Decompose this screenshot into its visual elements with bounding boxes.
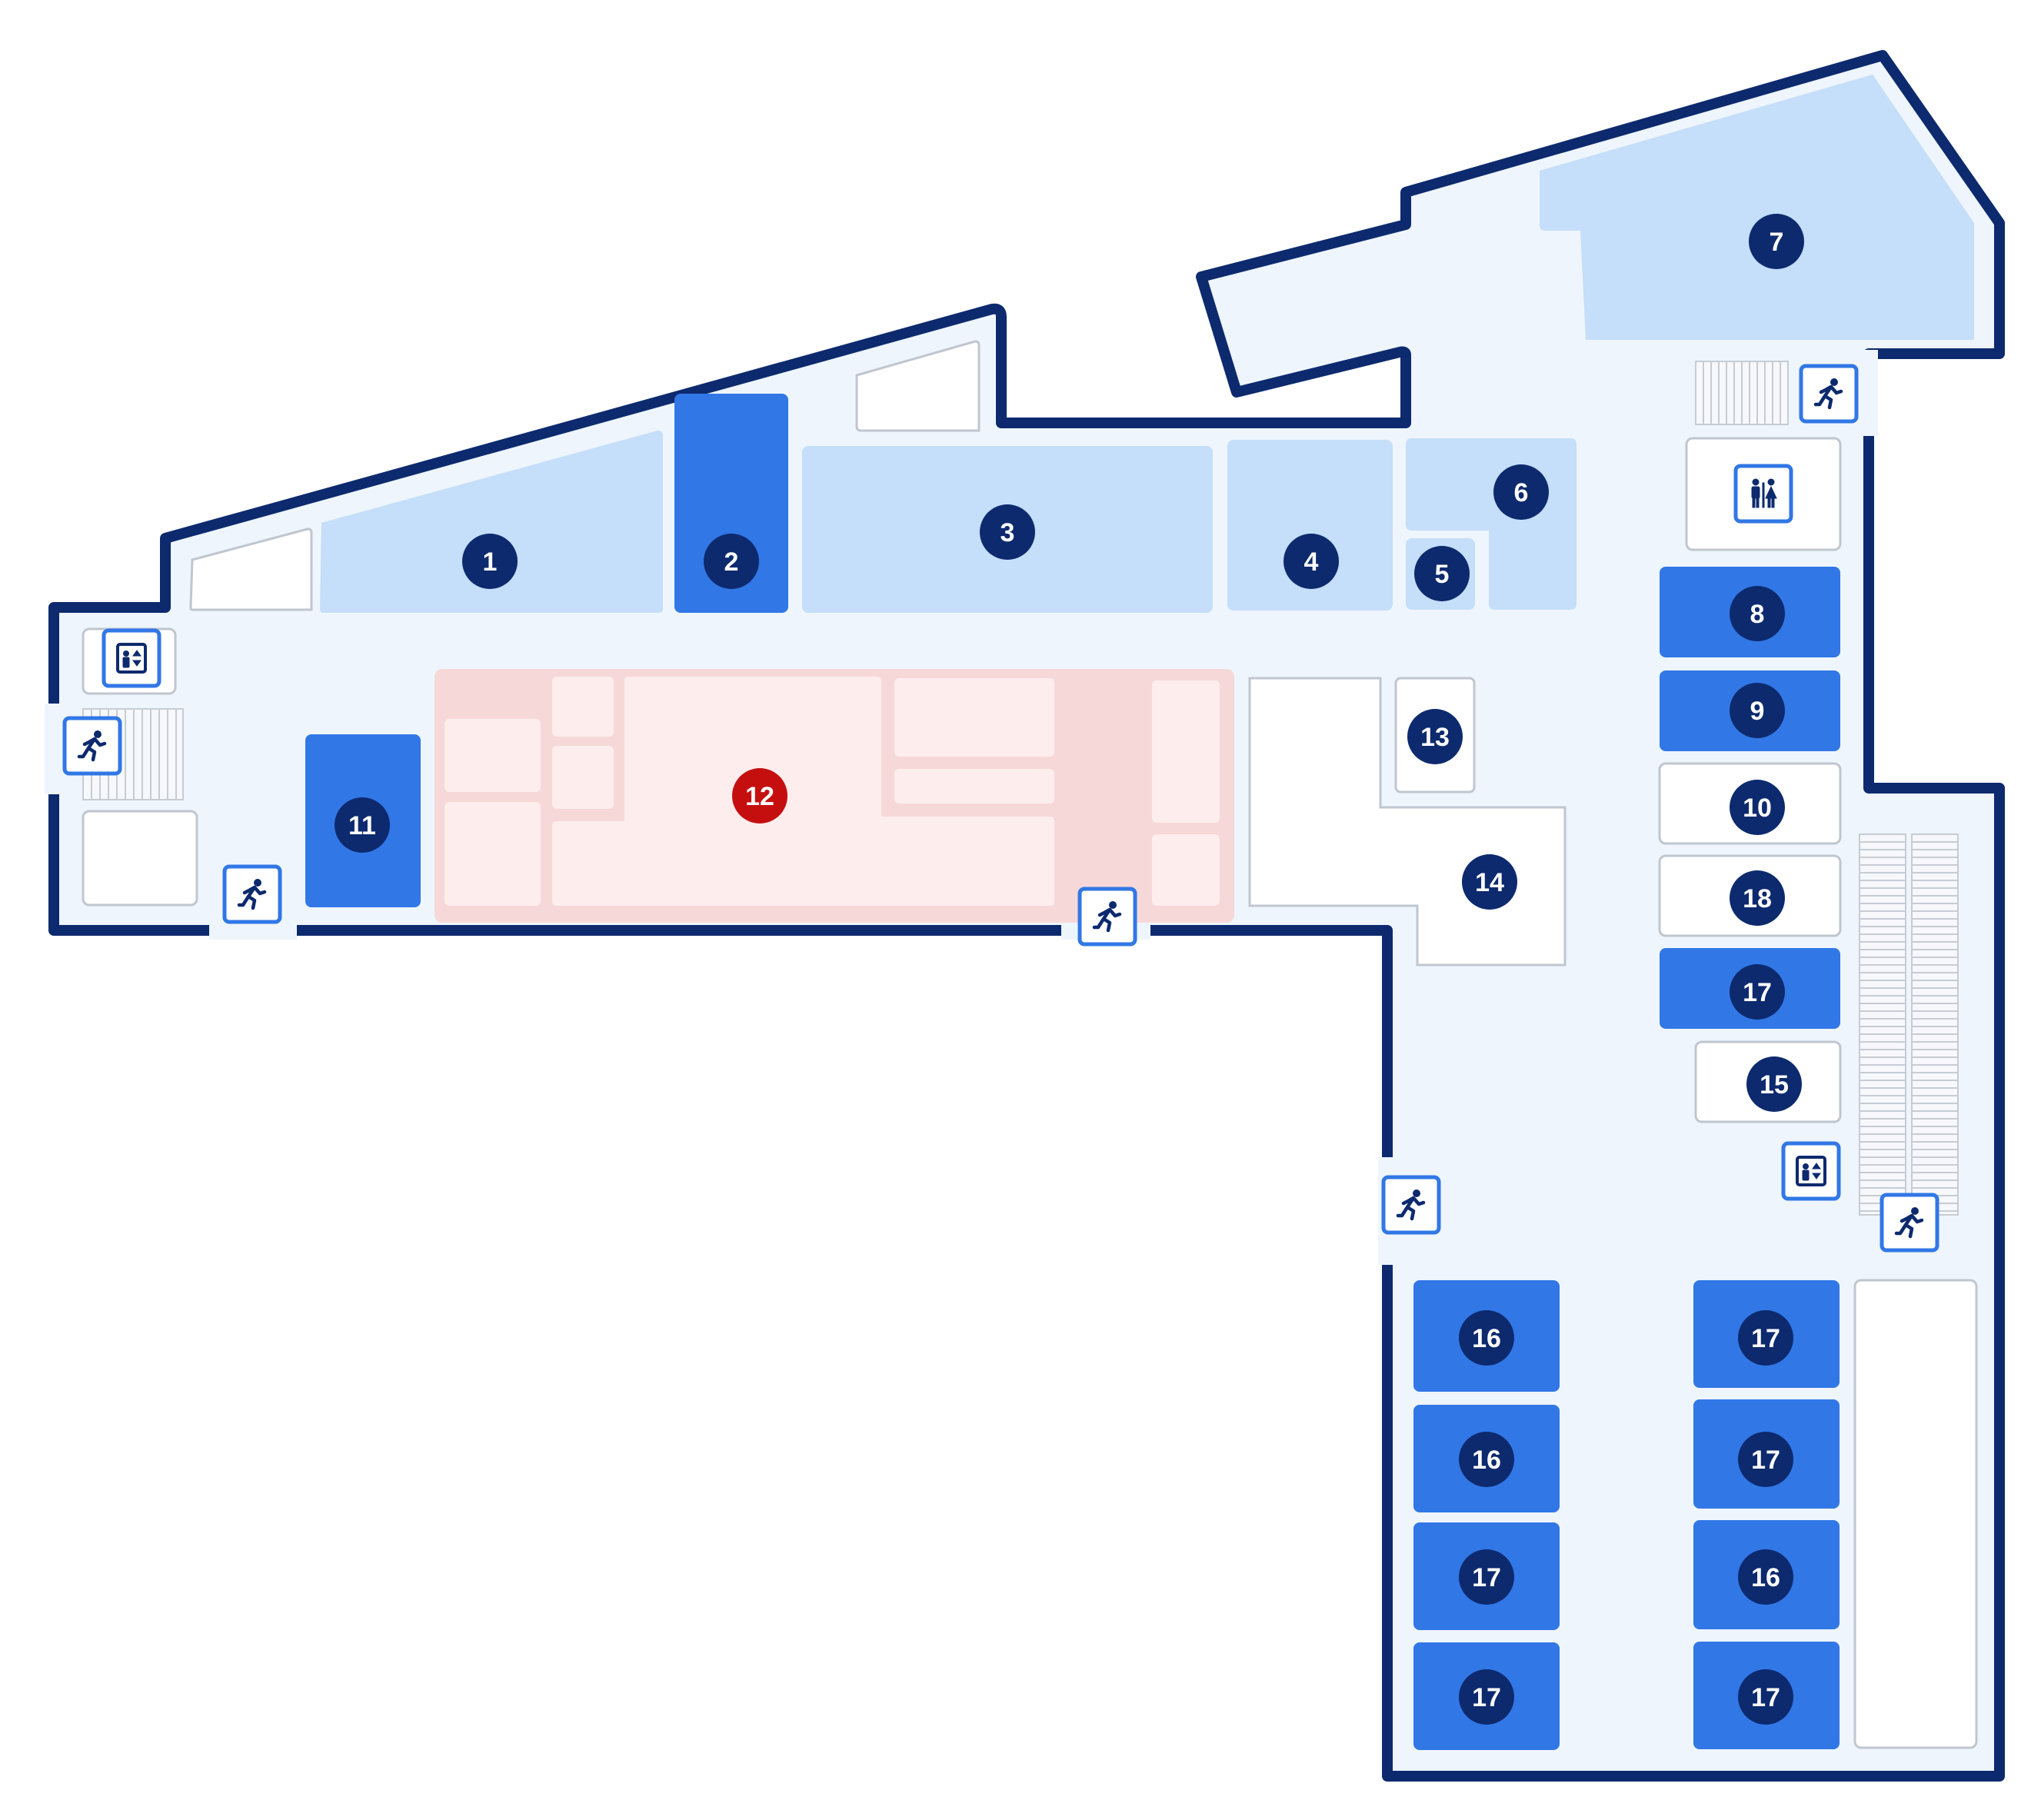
- room-outline-right-tall: [1853, 1279, 1978, 1749]
- stairs: [1911, 833, 1959, 1216]
- emergency-exit-icon: [62, 716, 122, 776]
- marker-label: 4: [1304, 547, 1319, 577]
- room-outline-left-bottom: [82, 810, 198, 907]
- room-marker-15[interactable]: 15: [1746, 1056, 1802, 1112]
- room-4[interactable]: [1227, 440, 1393, 611]
- room-marker-17[interactable]: 17: [1738, 1432, 1793, 1487]
- room-marker-16[interactable]: 16: [1459, 1310, 1514, 1366]
- room-marker-9[interactable]: 9: [1730, 683, 1785, 738]
- emergency-exit-icon: [222, 864, 282, 924]
- marker-label: 17: [1472, 1563, 1501, 1592]
- restroom-icon: [1733, 464, 1793, 524]
- marker-label: 1: [483, 547, 498, 577]
- marker-label: 8: [1750, 600, 1765, 629]
- room-2[interactable]: [674, 394, 788, 613]
- marker-label: 7: [1770, 228, 1784, 257]
- marker-label: 13: [1420, 723, 1450, 752]
- stairs: [1859, 833, 1906, 1216]
- emergency-exit-icon: [1381, 1175, 1441, 1235]
- room-marker-16[interactable]: 16: [1459, 1432, 1514, 1487]
- room-marker-12[interactable]: 12: [732, 768, 787, 823]
- marker-label: 16: [1472, 1324, 1501, 1353]
- marker-label: 6: [1514, 478, 1529, 507]
- emergency-exit-icon: [1077, 887, 1137, 947]
- room-marker-11[interactable]: 11: [335, 797, 390, 853]
- room-marker-7[interactable]: 7: [1749, 214, 1804, 269]
- room-marker-6[interactable]: 6: [1493, 464, 1549, 520]
- facility-icons: [62, 364, 1939, 1253]
- marker-label: 5: [1435, 560, 1450, 589]
- room-marker-10[interactable]: 10: [1730, 780, 1785, 835]
- zone-12[interactable]: [435, 669, 1234, 923]
- marker-label: 10: [1743, 794, 1772, 823]
- room-1[interactable]: [320, 431, 663, 613]
- room-marker-17[interactable]: 17: [1459, 1549, 1514, 1605]
- elevator-icon: [1781, 1141, 1841, 1201]
- room-marker-8[interactable]: 8: [1730, 586, 1785, 641]
- marker-label: 2: [724, 547, 739, 577]
- marker-label: 17: [1743, 978, 1772, 1007]
- room-marker-16[interactable]: 16: [1738, 1549, 1793, 1605]
- room-marker-1[interactable]: 1: [462, 534, 518, 589]
- marker-label: 16: [1751, 1563, 1780, 1592]
- marker-label: 17: [1751, 1324, 1780, 1353]
- marker-label: 16: [1472, 1446, 1501, 1475]
- marker-label: 18: [1743, 884, 1772, 913]
- stairs: [1695, 361, 1789, 425]
- marker-label: 11: [348, 811, 376, 840]
- room-marker-2[interactable]: 2: [704, 534, 759, 589]
- room-marker-17[interactable]: 17: [1730, 964, 1785, 1020]
- room-marker-17[interactable]: 17: [1738, 1310, 1793, 1366]
- marker-label: 9: [1750, 697, 1765, 726]
- room-marker-5[interactable]: 5: [1414, 546, 1470, 601]
- room-marker-4[interactable]: 4: [1284, 534, 1339, 589]
- room-marker-18[interactable]: 18: [1730, 870, 1785, 926]
- room-outline-small-top: [855, 340, 981, 432]
- room-7[interactable]: [1540, 75, 1974, 340]
- marker-label: 12: [745, 782, 774, 811]
- emergency-exit-icon: [1880, 1193, 1939, 1253]
- marker-label: 3: [1001, 518, 1015, 547]
- emergency-exit-icon: [1799, 364, 1859, 424]
- room-marker-3[interactable]: 3: [980, 504, 1035, 560]
- marker-label: 15: [1760, 1070, 1789, 1100]
- marker-label: 14: [1475, 868, 1504, 897]
- room-marker-17[interactable]: 17: [1459, 1669, 1514, 1725]
- room-outline-small-left: [189, 527, 313, 611]
- marker-label: 17: [1472, 1683, 1501, 1712]
- elevator-icon: [102, 628, 161, 688]
- room-marker-13[interactable]: 13: [1407, 709, 1463, 764]
- marker-label: 17: [1751, 1446, 1780, 1475]
- room-marker-14[interactable]: 14: [1462, 854, 1517, 910]
- room-marker-17[interactable]: 17: [1738, 1669, 1793, 1725]
- marker-label: 17: [1751, 1683, 1780, 1712]
